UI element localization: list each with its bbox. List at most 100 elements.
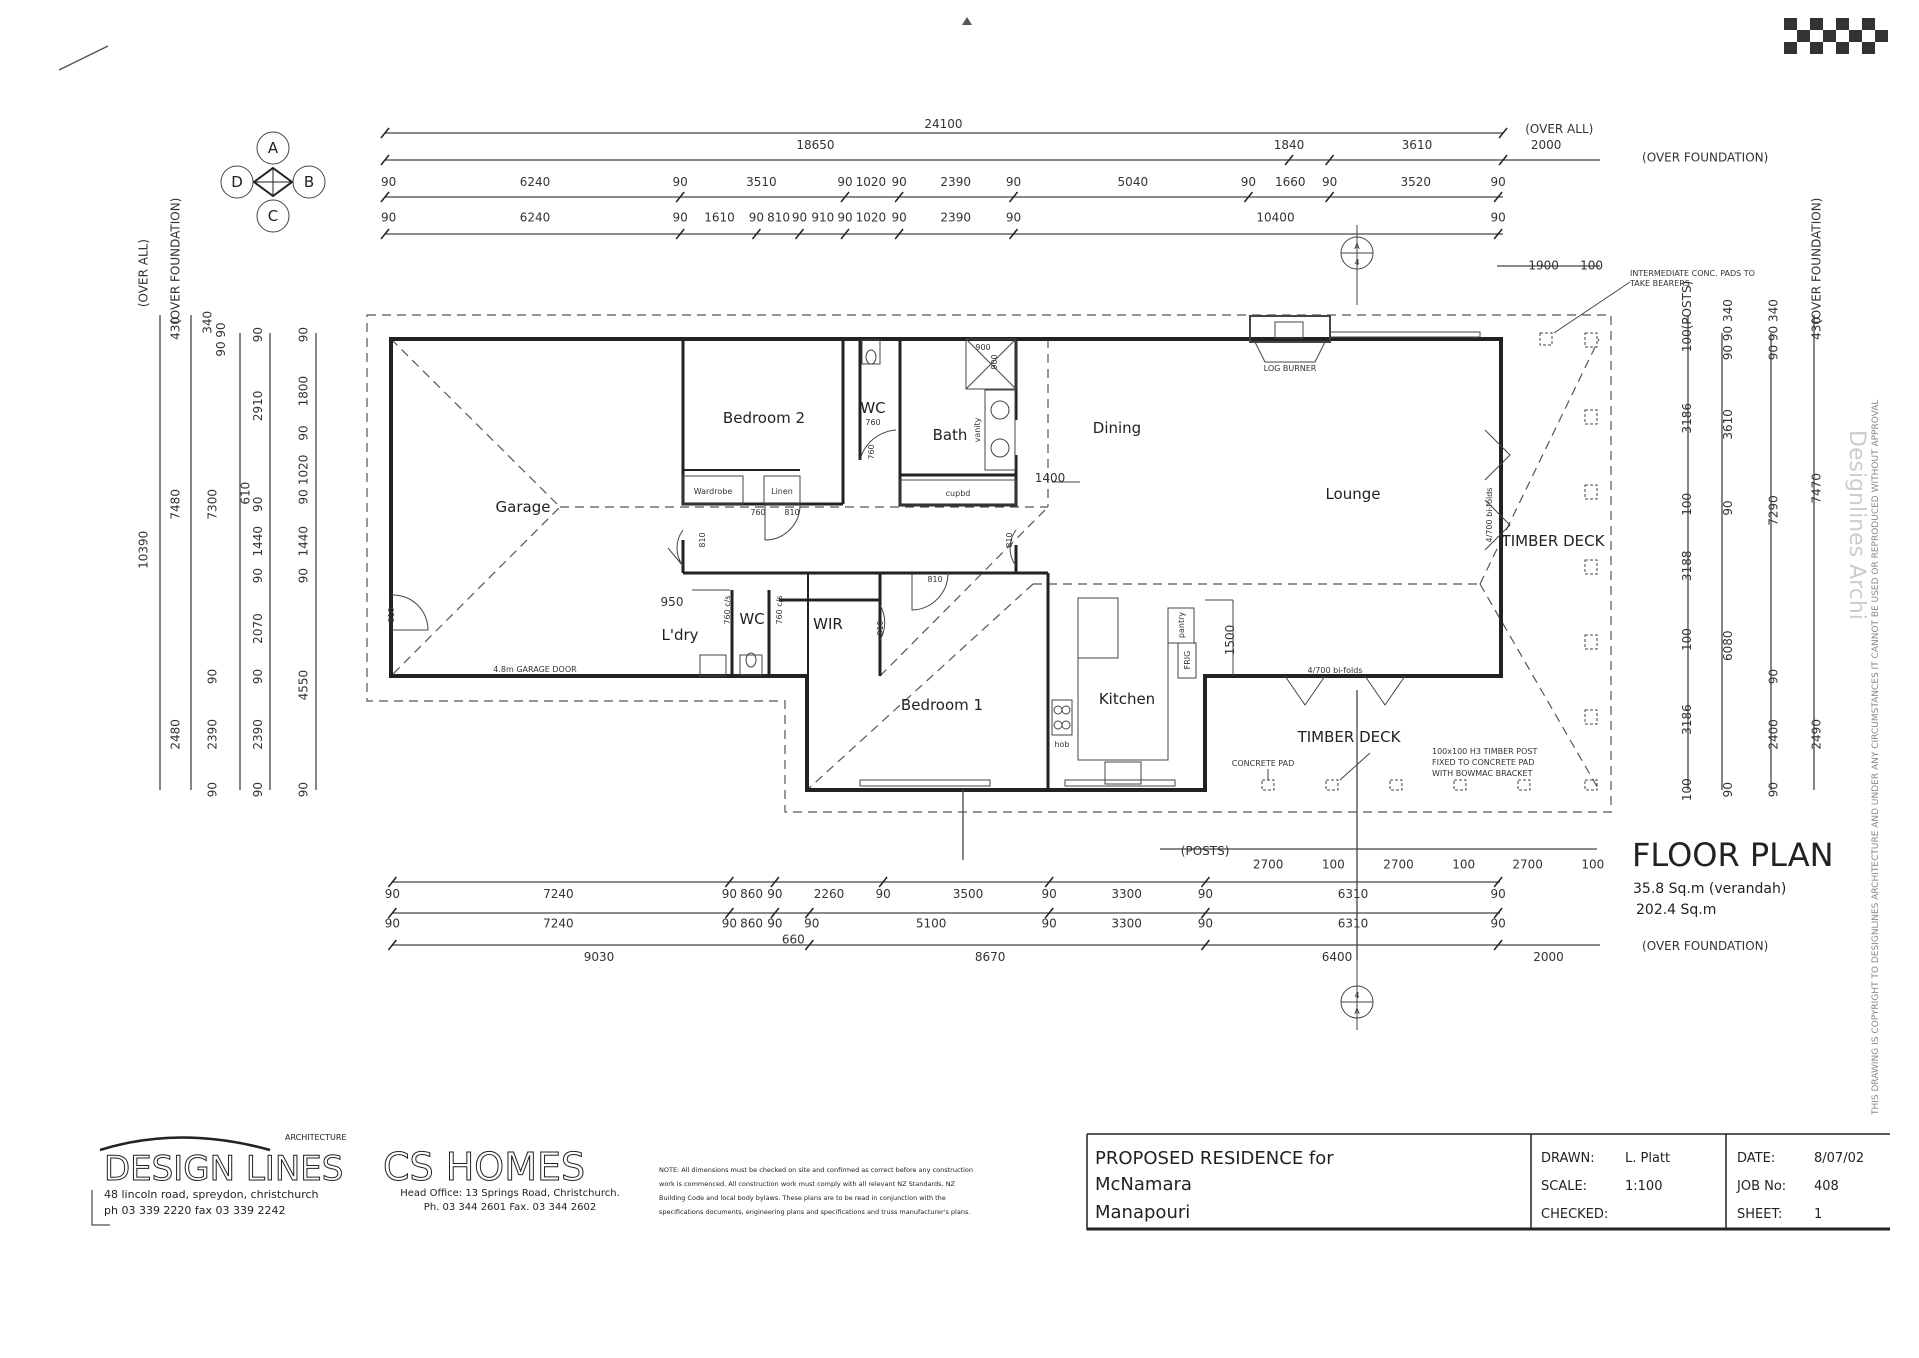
vanity-label: vanity [973,417,982,442]
top-dim-row4: 90 [1490,211,1505,225]
left-dim-col-c: 7300 [205,489,219,520]
kitchen-bench-icon [1077,597,1119,659]
top-dim-row3: 90 [837,175,852,189]
dimension-tick [1200,876,1210,888]
top-dim-row4: 90 [1006,211,1021,225]
top-dim-row3: 1660 [1275,175,1306,189]
right-dim-posts: 100 [1680,329,1694,352]
bottom-dim-posts: (POSTS) [1181,844,1230,858]
door-size-label: 760 c/s [775,595,784,624]
checked-label: CHECKED: [1541,1207,1608,1222]
elevation-compass: A B C D [220,131,326,233]
top-dim-row4: 90 [792,211,807,225]
right-dim-col-2: 90 [1721,782,1735,797]
dimension-tick [878,876,888,888]
dimension-tick [1044,907,1054,919]
right-dim-col-4: 430 [1809,317,1823,340]
left-dim-col-d: 90 [251,568,265,583]
bottom-dim-row1: 90 [1198,887,1213,901]
bottom-dim-row1: 90 [875,887,890,901]
dimension-tick [804,907,814,919]
right-dim-col-4: (OVER FOUNDATION) [1809,198,1823,324]
room-wir: WIR [813,615,843,633]
dimension-tick [804,939,814,951]
top-dim-row3: 90 [381,175,396,189]
section-marker-bottom: 4 A [1340,960,1374,1030]
top-dim-row3: 2390 [940,175,971,189]
scale-label: SCALE: [1541,1179,1587,1194]
roof-hip-lines [390,338,1600,791]
bottom-dim-row1: 90 [1490,887,1505,901]
dimension-tick [1325,191,1335,203]
left-dim-col-a: 10390 [137,531,151,569]
dimension-tick [380,228,390,240]
top-dim-row1: 24100 [924,117,962,131]
left-dim-col-d: 90 [251,782,265,797]
bottom-dim-row2: 90 [767,917,782,931]
top-dim-extra: 100 [1580,259,1603,273]
dimension-tick [1498,154,1508,166]
room-bedroom-1: Bedroom 1 [901,696,983,714]
door-size-label: 760 c/s [723,595,732,624]
dimension-tick [1200,939,1210,951]
left-dim-col-d: 610 [239,482,253,505]
dimension-tick [751,228,762,240]
top-dim-row3: 90 [891,175,906,189]
shower-icon [965,338,1017,390]
designlines-logo-text: DESIGN LINES [104,1149,343,1189]
note-line-3: Building Code and local body bylaws. The… [659,1194,946,1202]
bifold-front-label: 4/700 bi-folds [1308,666,1363,675]
checker-cell [1797,30,1810,42]
top-dim-row3: 90 [1006,175,1021,189]
checker-cell [1810,18,1823,30]
door-size-label: 810 [927,575,942,584]
room-timber-deck-side: TIMBER DECK [1501,532,1606,550]
right-dim-col-3: 2400 [1766,719,1780,750]
section-bottom-letter: A [1354,1007,1360,1016]
scale-value: 1:100 [1625,1179,1662,1194]
section-top-sheet: 4 [1354,258,1359,267]
bottom-dim-row1: 2260 [814,887,845,901]
bottom-dim-row1: 90 [722,887,737,901]
top-dim-row3: 90 [673,175,688,189]
left-dim-col-d: 2070 [251,613,265,644]
bottom-dim-row1: 3300 [1111,887,1142,901]
top-dim-row4: 90 [749,211,764,225]
right-dim-col-3: 90 [1766,669,1780,684]
bottom-dim-posts: 100 [1581,858,1604,872]
left-dim-col-e: 90 [297,327,311,342]
left-dim-col-e: 90 [297,782,311,797]
room-lounge: Lounge [1325,485,1380,503]
designlines-address: 48 lincoln road, spreydon, christchurch [104,1188,319,1201]
dimension-tick [675,191,685,203]
bottom-dim-row2: 7240 [543,917,574,931]
compass-b: B [304,173,314,191]
bottom-dim-row2: 5100 [916,917,947,931]
checker-cell [1862,42,1875,54]
fixture-labels: LOG BURNER Wardrobe Linen cupbd vanity p… [387,269,1755,778]
top-dim-row4: 2390 [940,211,971,225]
checker-cell [1849,30,1862,42]
top-dim-row2: 1840 [1274,138,1305,152]
left-dim-col-c: 340 [201,311,215,334]
left-dim-col-d: 90 [251,327,265,342]
door-size-label: 810 [876,620,885,635]
designlines-logo: DESIGN LINES ARCHITECTURE 48 lincoln roa… [91,1133,346,1226]
dimension-tick [794,228,805,240]
dimension-tick [1498,127,1508,139]
laundry-tub-icon [699,654,727,677]
bottom-dim-row1: 7240 [543,887,574,901]
right-dim-col-3: 7290 [1766,495,1780,526]
left-dim-col-e: 90 [297,568,311,583]
bottom-dim-row3: 8670 [975,950,1006,964]
left-dim-col-c: 90 90 [214,322,228,356]
checker-cell [1862,18,1875,30]
room-wc-upper: WC [860,399,885,417]
checker-cell [1836,18,1849,30]
log-burner-icon [1249,315,1331,343]
bottom-dim-posts: 100 [1322,858,1345,872]
door-size-label: 760 [865,418,880,427]
toilet-upper-icon [861,339,881,365]
room-bedroom-2: Bedroom 2 [723,409,805,427]
designlines-watermark: Designlines Archi [1844,430,1869,620]
